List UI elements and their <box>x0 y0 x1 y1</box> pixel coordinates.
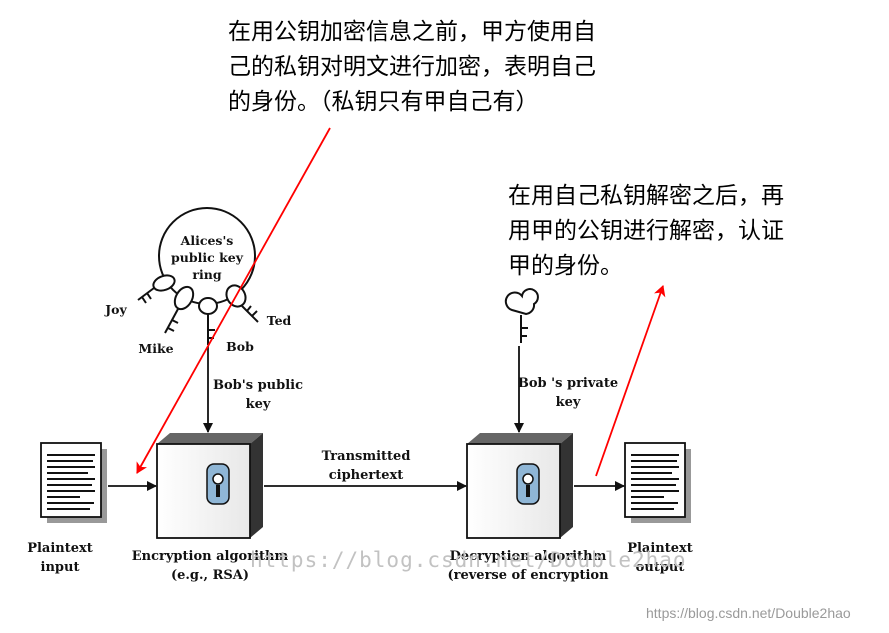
annotation-top-note: 在用公钥加密信息之前，甲方使用自 己的私钥对明文进行加密，表明自己 的身份。（私… <box>228 19 596 115</box>
private-key-label: Bob 's private key <box>517 376 619 410</box>
corner-watermark: https://blog.csdn.net/Double2hao <box>646 605 851 621</box>
encryption-algorithm-label: Encryption algorithm (e.g., RSA) <box>131 549 289 583</box>
key-ring-label: Alices's public key ring <box>171 233 243 282</box>
plaintext-input-label: Plaintext input <box>27 541 93 575</box>
plaintext-input-document <box>40 442 107 523</box>
decryption-lock-icon <box>516 463 540 505</box>
public-key-label: Bob's public key <box>213 378 303 412</box>
annotation-right-note: 在用自己私钥解密之后，再 用甲的公钥进行解密，认证 甲的身份。 <box>508 183 784 279</box>
red-arrow-sign <box>136 127 331 474</box>
mike-key-icon <box>164 285 195 334</box>
center-watermark: https://blog.csdn.net/Double2hao <box>250 548 687 572</box>
person-bob-label: Bob <box>226 339 254 354</box>
person-joy-label: Joy <box>105 302 127 317</box>
person-mike-label: Mike <box>138 341 174 356</box>
encryption-box <box>156 433 263 539</box>
encryption-lock-icon <box>206 463 230 505</box>
transmitted-ciphertext-label: Transmitted ciphertext <box>321 449 411 483</box>
plaintext-output-label: Plaintext output <box>627 541 693 575</box>
plaintext-output-document <box>624 442 691 523</box>
joy-key-icon <box>137 274 176 304</box>
private-key-icon <box>504 288 539 343</box>
decryption-algorithm-label: Decryption algorithm (reverse of encrypt… <box>447 549 609 583</box>
decryption-box <box>466 433 573 539</box>
person-ted-label: Ted <box>266 313 292 328</box>
bob-key-icon <box>198 297 218 345</box>
red-arrow-verify <box>595 285 666 477</box>
